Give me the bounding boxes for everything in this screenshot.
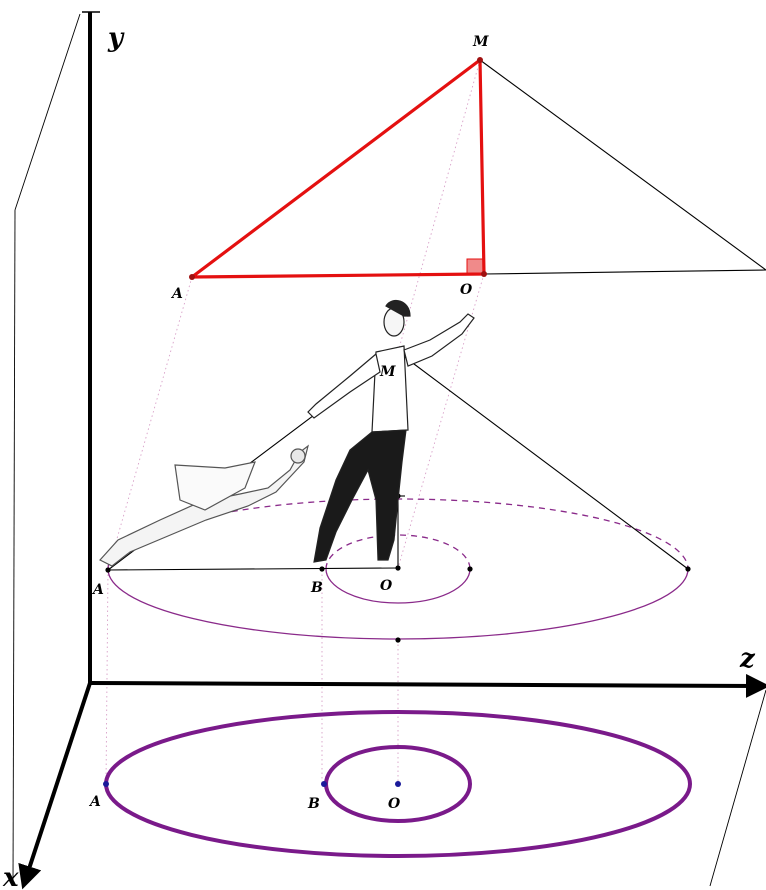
bottom-label-B: B	[307, 796, 320, 812]
mid-label-B: B	[310, 580, 323, 596]
x-axis	[18, 682, 92, 890]
mid-label-M: M	[379, 364, 396, 380]
top-label-M: M	[472, 34, 489, 50]
skater-pair-illustration	[99, 299, 475, 567]
x-axis-label: x	[2, 863, 19, 890]
bottom-projection	[103, 710, 692, 858]
top-triangle	[189, 57, 766, 280]
mid-label-A: A	[91, 582, 104, 598]
z-axis	[89, 673, 766, 698]
axes	[18, 11, 766, 890]
bottom-label-A: A	[88, 794, 101, 810]
mid-label-O: O	[380, 578, 393, 594]
projection-guides	[105, 59, 485, 785]
bottom-label-O: O	[388, 796, 401, 812]
z-axis-label: z	[739, 644, 756, 674]
top-label-A: A	[170, 286, 183, 302]
y-axis-label: y	[107, 23, 125, 53]
top-label-O: O	[460, 282, 473, 298]
right-angle-marker	[466, 258, 484, 275]
frame-lines	[12, 13, 766, 887]
